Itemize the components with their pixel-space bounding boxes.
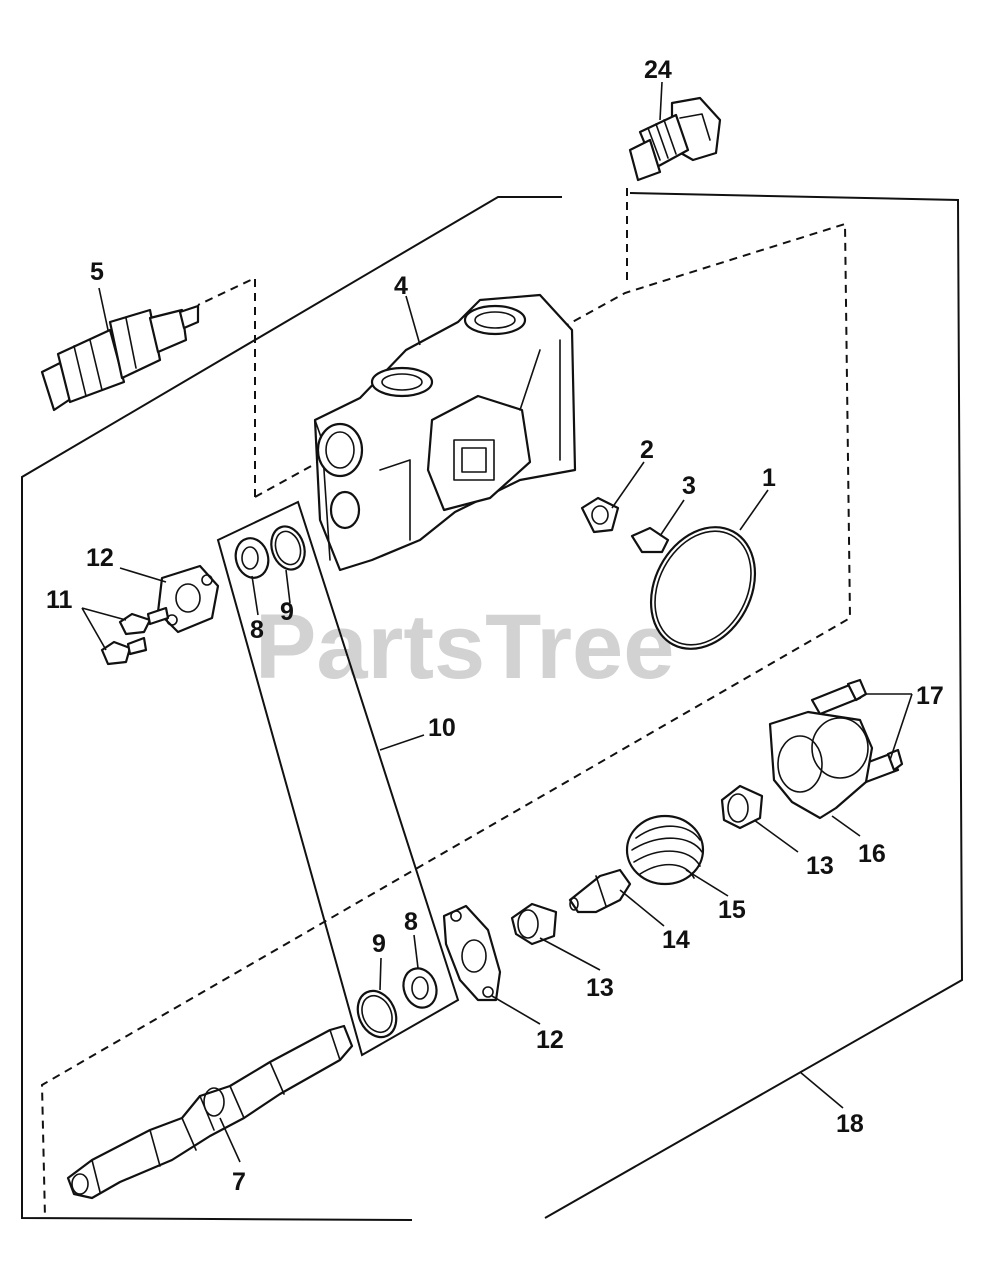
bushing-8-lower (402, 967, 438, 1009)
callout-11: 11 (46, 586, 73, 614)
callout-4: 4 (394, 272, 408, 300)
callout-24: 24 (644, 56, 672, 84)
leader-lines (81, 81, 913, 1163)
bushing-8-upper (234, 537, 270, 579)
callout-labels: 24 5 4 2 3 1 12 11 8 9 10 17 16 13 15 14… (46, 56, 944, 1196)
stem-14 (568, 868, 632, 914)
callout-1: 1 (762, 464, 776, 492)
screws-11 (100, 606, 170, 666)
callout-9-lower: 9 (372, 930, 386, 958)
relief-valve-5 (40, 304, 200, 412)
callout-2: 2 (640, 436, 654, 464)
callout-12-upper: 12 (86, 544, 114, 572)
watermark-text: PartsTree (255, 596, 674, 698)
o-ring-9-upper (270, 525, 306, 571)
callout-14: 14 (662, 926, 690, 954)
callout-8-lower: 8 (404, 908, 418, 936)
valve-housing-4 (313, 293, 577, 572)
callout-12-lower: 12 (536, 1026, 564, 1054)
spring-15 (625, 814, 705, 886)
plug-24 (628, 96, 722, 182)
spring-seat-13-left (510, 902, 558, 946)
o-ring-9-lower (356, 989, 398, 1039)
cap-16 (768, 710, 874, 820)
callout-5: 5 (90, 258, 104, 286)
callout-13-right: 13 (806, 852, 834, 880)
callout-15: 15 (718, 896, 746, 924)
plug-3 (630, 526, 670, 554)
callout-7: 7 (232, 1168, 246, 1196)
flange-plate-12-lower (442, 904, 502, 1002)
flange-plate-12-upper (156, 564, 220, 634)
assembly-frame-18 (21, 192, 964, 1221)
callout-3: 3 (682, 472, 696, 500)
callout-13-left: 13 (586, 974, 614, 1002)
o-ring-1 (649, 526, 757, 650)
callout-10: 10 (428, 714, 456, 742)
callout-17: 17 (916, 682, 944, 710)
callout-16: 16 (858, 840, 886, 868)
seal-kit-box-10 (216, 500, 460, 1057)
callout-18: 18 (836, 1110, 864, 1138)
callout-8-upper: 8 (250, 616, 264, 644)
spool-7 (66, 1024, 354, 1200)
spring-seat-13-right (720, 784, 764, 830)
callout-9-upper: 9 (280, 598, 294, 626)
fitting-2 (580, 496, 620, 534)
